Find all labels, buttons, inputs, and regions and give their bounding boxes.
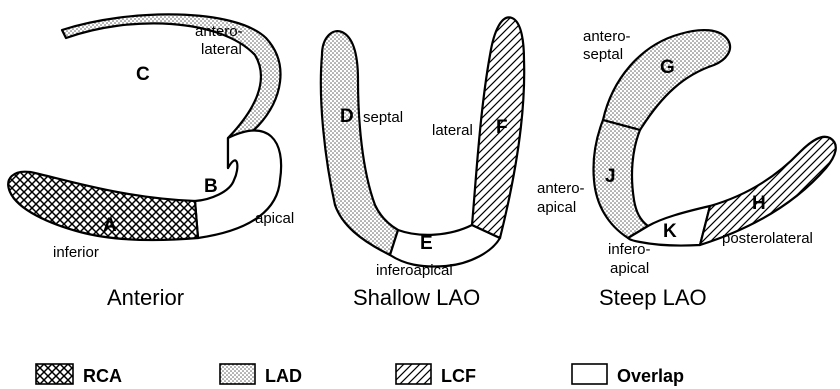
segment-label-k: K — [663, 221, 677, 242]
segment-label-b: B — [204, 176, 218, 197]
segment-j — [593, 120, 648, 238]
label-anteroapical-1: antero- — [537, 180, 585, 197]
label-inferior: inferior — [53, 244, 99, 261]
label-lateral: lateral — [432, 122, 473, 139]
view-title-shallow-lao: Shallow LAO — [353, 285, 480, 310]
view-title-anterior: Anterior — [107, 285, 184, 310]
legend-label-rca: RCA — [83, 366, 122, 386]
label-anterolateral-1: antero- — [195, 23, 243, 40]
legend-swatch-blank — [572, 364, 607, 384]
legend-swatch-dots — [220, 364, 255, 384]
legend-item-rca: RCA — [36, 364, 122, 386]
legend-label-lad: LAD — [265, 366, 302, 386]
segment-label-f: F — [496, 117, 508, 138]
legend-item-overlap: Overlap — [572, 364, 684, 386]
label-septal: septal — [363, 109, 403, 126]
legend-swatch-diagonal — [396, 364, 431, 384]
label-anteroseptal-2: septal — [583, 46, 623, 63]
steep-lao-view: G J K H antero- septal antero- apical in… — [537, 28, 836, 310]
view-title-steep-lao: Steep LAO — [599, 285, 707, 310]
label-posterolateral: posterolateral — [722, 230, 813, 247]
segment-label-h: H — [752, 193, 766, 214]
segment-label-d: D — [340, 106, 354, 127]
label-anteroseptal-1: antero- — [583, 28, 631, 45]
segment-d — [321, 31, 398, 255]
label-anteroapical-2: apical — [537, 199, 576, 216]
shallow-lao-view: D E F septal lateral inferoapical Shallo… — [321, 17, 524, 310]
segment-h — [700, 137, 836, 245]
segment-label-e: E — [420, 233, 433, 254]
label-anterolateral-2: lateral — [201, 41, 242, 58]
segment-label-g: G — [660, 57, 675, 78]
legend-label-overlap: Overlap — [617, 366, 684, 386]
segment-label-j: J — [605, 166, 616, 187]
legend: RCA LAD LCF Overlap — [36, 364, 684, 386]
anterior-view: C B A antero- lateral apical inferior An… — [8, 14, 294, 310]
segment-label-a: A — [103, 215, 117, 236]
legend-label-lcf: LCF — [441, 366, 476, 386]
label-inferoapical-2: apical — [610, 260, 649, 277]
label-inferoapical-1: infero- — [608, 241, 651, 258]
label-inferoapical: inferoapical — [376, 262, 453, 279]
segment-label-c: C — [136, 64, 150, 85]
label-apical: apical — [255, 210, 294, 227]
legend-swatch-crosshatch — [36, 364, 73, 384]
legend-item-lcf: LCF — [396, 364, 476, 386]
legend-item-lad: LAD — [220, 364, 302, 386]
